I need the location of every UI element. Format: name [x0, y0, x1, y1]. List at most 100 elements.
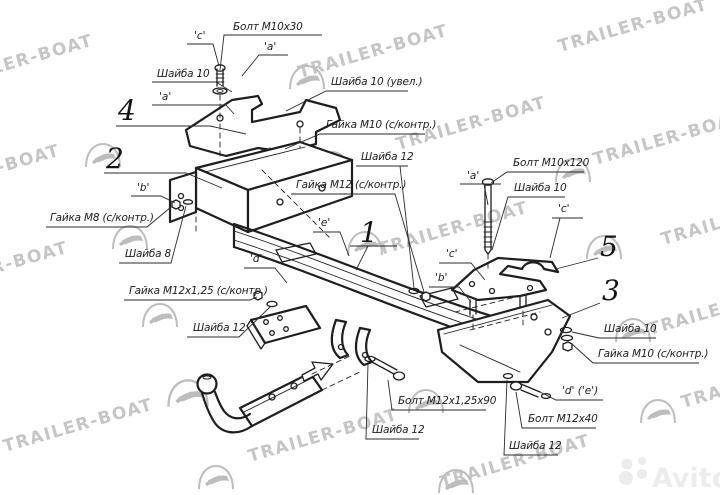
- bolt-head: [214, 64, 226, 72]
- callout-washer-10-enlarged: Шайба 10 (увел.): [331, 76, 422, 88]
- bracket-outline: [184, 94, 342, 158]
- bracket-outline: [450, 256, 560, 302]
- hook-bracket: [354, 326, 374, 367]
- callout-washer-8: Шайба 8: [125, 248, 172, 260]
- leader-line: [539, 391, 603, 401]
- leader-line: [555, 257, 599, 270]
- callout-washer-12-bottom-right: Шайба 12: [509, 440, 562, 452]
- projection-line: [219, 94, 301, 159]
- leader-line: [483, 183, 489, 206]
- washer-hole: [216, 89, 224, 93]
- bolt-hole: [277, 315, 283, 321]
- bolt-head: [481, 178, 495, 186]
- nut: [421, 291, 431, 302]
- part-numbers: 4 2 1 5 3: [105, 94, 620, 307]
- leader-line: [561, 302, 601, 319]
- ref-mark-b: 'b': [435, 272, 447, 284]
- bolt-head: [509, 381, 523, 391]
- boat-dome-icon: [640, 399, 676, 424]
- callout-nut-m8: Гайка М8 (с/контр.): [50, 212, 154, 224]
- bolt-hole: [276, 198, 284, 206]
- watermark-text: TRAILER-BOAT: [0, 31, 96, 93]
- beam-top-edge: [232, 222, 500, 320]
- leader-line: [571, 331, 656, 339]
- bolt-hole: [177, 192, 185, 200]
- callout-nut-m12-mid: Гайка М12 (с/контр.): [296, 179, 406, 191]
- fasteners-right-drawing: [559, 326, 574, 352]
- watermark-text: TRAILER-BOAT: [646, 278, 720, 340]
- callout-bolt-m10x30: Болт М10х30: [233, 21, 303, 33]
- callout-nut-m10-left: Гайка М10 (с/контр.): [326, 119, 436, 131]
- watermark-text: TRAILER-BOAT: [0, 238, 71, 300]
- callout-bolt-m12x40: Болт М12х40: [528, 413, 598, 425]
- reference-marks: 'c' 'a' 'a' 'b' 'e' 'd' 'a' 'c' 'c' 'b' …: [137, 30, 598, 397]
- washer: [540, 392, 552, 400]
- bolt-hole: [337, 343, 345, 351]
- bolt-threads: [215, 73, 225, 83]
- part-number-4: 4: [117, 94, 136, 127]
- leader-line: [285, 90, 408, 112]
- tow-ball-cap: [202, 375, 212, 380]
- callout-bolt-m12x125x90: Болт М12х1,25х90: [398, 395, 497, 407]
- leader-line: [429, 286, 472, 303]
- leader-line: [119, 205, 187, 264]
- leader-line: [503, 379, 558, 456]
- bolt-head: [392, 371, 406, 381]
- callout-washer-12-mid: Шайба 12: [361, 151, 414, 163]
- bolt-m12x40-drawing: [502, 372, 552, 400]
- hitch-line-art: [168, 64, 574, 434]
- leader-line: [571, 343, 699, 364]
- bolt-shaft: [520, 383, 541, 398]
- watermark-text: TRAILER-BOAT: [1, 395, 156, 457]
- towball-drawbar-drawing: [196, 371, 324, 434]
- leader-line: [515, 391, 596, 429]
- beam-fasteners-drawing: [253, 287, 431, 308]
- beam-seat-plate: [419, 287, 459, 308]
- part-number-2: 2: [105, 142, 124, 175]
- projection-line: [261, 169, 331, 239]
- top-bolt-drawing: [212, 64, 228, 95]
- callout-labels: Болт М10х30 Шайба 10 Шайба 10 (увел.) Га…: [50, 21, 709, 452]
- avito-dot-icon: [637, 469, 647, 479]
- tow-ball: [196, 373, 218, 395]
- leader-line: [241, 54, 288, 77]
- bolt-hole: [290, 382, 298, 390]
- callout-washer-10-right2: Шайба 10: [604, 323, 657, 335]
- part-number-3: 3: [602, 274, 620, 307]
- leader-line: [355, 245, 369, 271]
- boat-dome-icon: [198, 465, 234, 490]
- avito-dot-icon: [619, 471, 633, 485]
- leader-line: [399, 165, 415, 289]
- bolt-shaft: [371, 357, 398, 375]
- fold-lines: [443, 304, 553, 373]
- ref-mark-b: 'b': [137, 182, 149, 194]
- bolt-hole: [268, 393, 276, 401]
- mounting-plate-drawing: [246, 304, 322, 350]
- insert-arrow: [301, 361, 334, 382]
- leader-line: [152, 104, 235, 115]
- leader-line: [46, 206, 172, 228]
- leader-line: [244, 267, 288, 284]
- washer: [560, 334, 574, 342]
- leader-line: [124, 296, 258, 301]
- bolt-shaft: [216, 68, 224, 87]
- leader-line: [291, 193, 425, 293]
- bolt-hole: [318, 184, 326, 192]
- leader-line: [152, 81, 233, 93]
- projection-line: [472, 310, 524, 331]
- callout-washer-10-right: Шайба 10: [514, 182, 567, 194]
- callout-bolt-m10x120: Болт М10х120: [513, 157, 590, 169]
- boat-dome-icon: [112, 225, 148, 250]
- leader-line: [549, 217, 561, 259]
- washer: [364, 355, 376, 363]
- beam-seat-plate: [275, 242, 317, 263]
- bolt-hole: [269, 330, 275, 336]
- leader-line: [284, 133, 425, 150]
- ref-mark-a: 'a': [467, 170, 479, 182]
- leader-line: [490, 171, 584, 184]
- callout-washer-12-left: Шайба 12: [193, 322, 246, 334]
- washer: [266, 300, 278, 308]
- leader-line: [313, 231, 350, 257]
- bolt-threads: [483, 221, 493, 248]
- ref-mark-d: 'd': [250, 253, 262, 265]
